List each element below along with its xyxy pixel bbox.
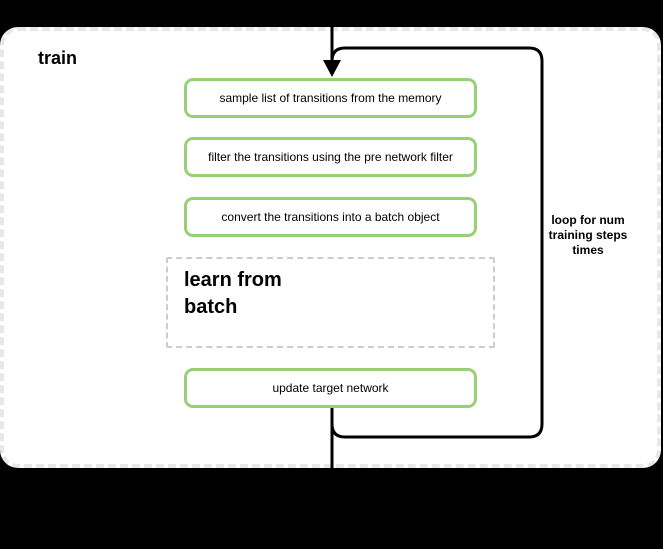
learn-from-batch-label: learn from batch <box>184 269 282 318</box>
train-group-title: train <box>38 48 78 68</box>
learn-from-batch-group: learn from batch <box>166 257 495 348</box>
step-convert-to-batch: convert the transitions into a batch obj… <box>184 197 477 237</box>
step-sample-transitions: sample list of transitions from the memo… <box>184 78 477 118</box>
step-update-target-network: update target network <box>184 368 477 408</box>
loop-annotation: loop for num training steps times <box>548 213 628 257</box>
step-filter-transitions: filter the transitions using the pre net… <box>184 137 477 177</box>
